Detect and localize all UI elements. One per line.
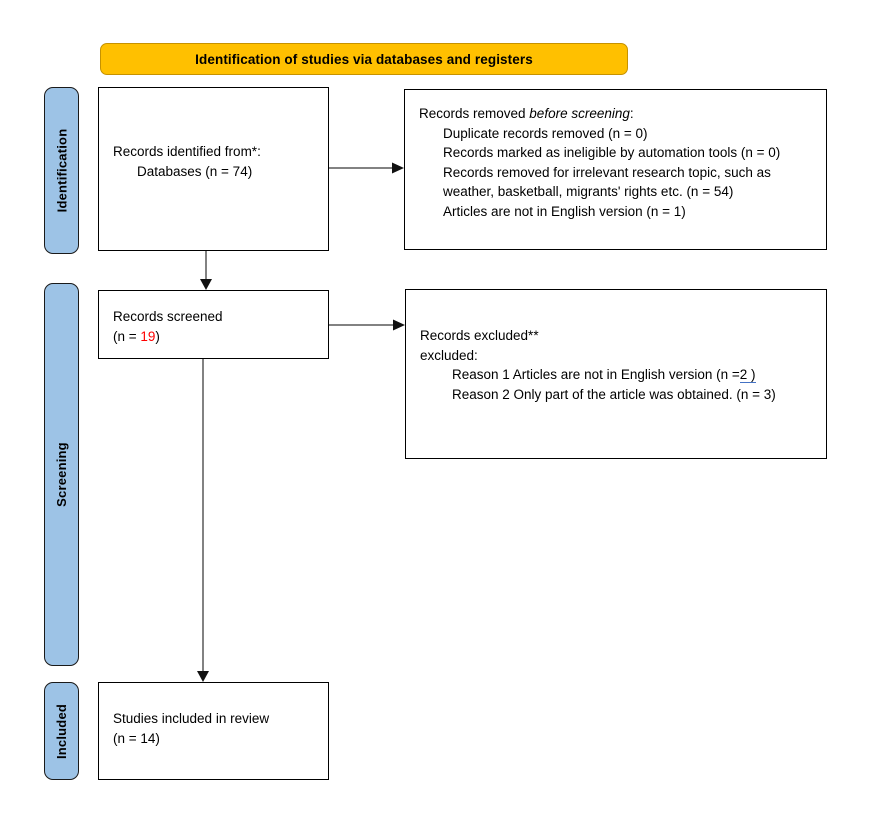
records-removed-heading-suffix: : <box>629 106 634 121</box>
stage-tab-identification: Identification <box>44 87 79 254</box>
arrow-screened-to-included <box>197 359 209 682</box>
arrow-screened-to-excluded <box>329 319 405 331</box>
box-studies-included: Studies included in review (n = 14) <box>98 682 329 780</box>
banner-title: Identification of studies via databases … <box>195 51 533 67</box>
records-screened-count-suffix: ) <box>155 328 160 344</box>
records-excluded-reason-1-text: Reason 1 Articles are not in English ver… <box>452 367 740 382</box>
records-removed-duplicates: Duplicate records removed (n = 0) <box>443 125 648 141</box>
stage-tab-screening: Screening <box>44 283 79 666</box>
stage-label-screening: Screening <box>54 442 69 507</box>
identification-banner: Identification of studies via databases … <box>100 43 628 75</box>
records-identified-databases: Databases (n = 74) <box>137 163 253 179</box>
records-excluded-reason-1-count: 2 ) <box>739 367 756 383</box>
records-screened-label: Records screened <box>113 309 223 324</box>
box-records-excluded: Records excluded** excluded: Reason 1 Ar… <box>405 289 827 459</box>
records-screened-count-prefix: (n = <box>113 328 141 344</box>
records-removed-non-english: Articles are not in English version (n =… <box>443 203 686 219</box>
records-removed-heading-prefix: Records removed <box>419 106 530 121</box>
records-removed-irrelevant-line2: weather, basketball, migrants' rights et… <box>443 184 734 199</box>
box-records-removed: Records removed before screening: Duplic… <box>404 89 827 250</box>
records-removed-heading-italic: before screening <box>529 106 630 121</box>
records-excluded-subheading: excluded: <box>420 347 478 363</box>
records-screened-count-value: 19 <box>140 328 156 344</box>
records-removed-automation: Records marked as ineligible by automati… <box>443 145 781 160</box>
records-screened-count: (n = 19) <box>113 327 320 347</box>
studies-included-count: (n = 14) <box>113 730 160 746</box>
stage-tab-included: Included <box>44 682 79 780</box>
records-excluded-reason-1: Reason 1 Articles are not in English ver… <box>420 365 818 385</box>
arrow-identified-to-removed <box>329 162 404 174</box>
records-removed-irrelevant-line1: Records removed for irrelevant research … <box>443 164 771 180</box>
records-excluded-reason-2: Reason 2 Only part of the article was ob… <box>452 386 776 402</box>
records-identified-line1: Records identified from*: <box>113 144 261 159</box>
box-records-screened: Records screened (n = 19) <box>98 290 329 359</box>
stage-label-included: Included <box>54 703 69 759</box>
records-removed-heading: Records removed before screening: <box>419 104 818 124</box>
records-excluded-heading: Records excluded** <box>420 328 539 343</box>
box-records-identified: Records identified from*: Databases (n =… <box>98 87 329 251</box>
arrow-identified-to-screened <box>200 251 212 290</box>
studies-included-label: Studies included in review <box>113 711 270 726</box>
stage-label-identification: Identification <box>54 128 70 213</box>
